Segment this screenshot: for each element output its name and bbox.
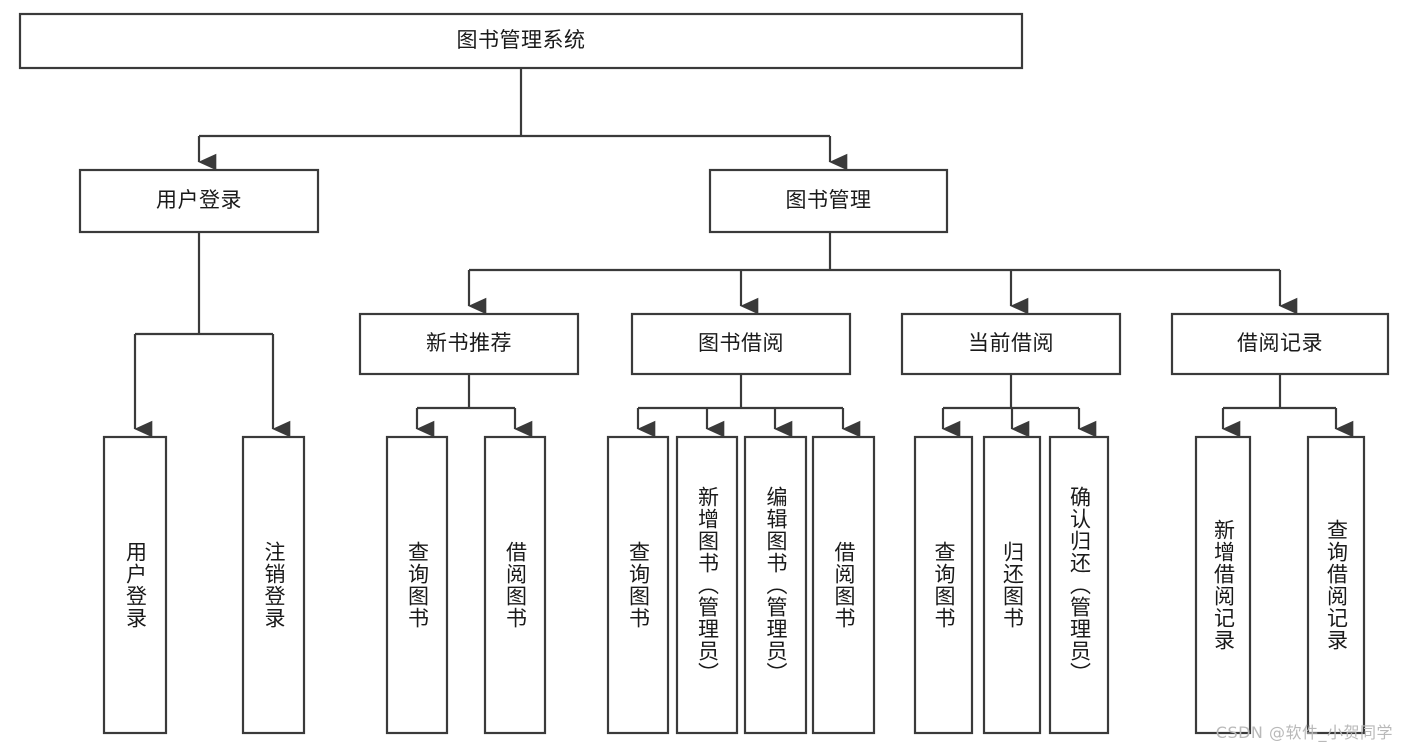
node-box-current-borrow[interactable]: [900, 312, 1122, 376]
node-box-leaf-borrow-book-2[interactable]: [811, 435, 876, 735]
node-box-user-login[interactable]: [78, 168, 320, 234]
node-box-root[interactable]: [18, 12, 1024, 70]
node-box-leaf-query-book-3[interactable]: [913, 435, 974, 735]
node-box-book-manage[interactable]: [708, 168, 949, 234]
node-box-leaf-logout[interactable]: [241, 435, 306, 735]
node-box-leaf-query-book-1[interactable]: [385, 435, 449, 735]
node-box-leaf-user-login[interactable]: [102, 435, 168, 735]
node-box-leaf-query-book-2[interactable]: [606, 435, 670, 735]
node-box-leaf-query-record[interactable]: [1306, 435, 1366, 735]
node-box-borrow-record[interactable]: [1170, 312, 1390, 376]
node-box-leaf-return-book[interactable]: [982, 435, 1042, 735]
node-box-leaf-borrow-book-1[interactable]: [483, 435, 547, 735]
node-box-leaf-confirm-return[interactable]: [1048, 435, 1110, 735]
node-box-book-borrow[interactable]: [630, 312, 852, 376]
node-box-new-book-rec[interactable]: [358, 312, 580, 376]
node-box-leaf-edit-book[interactable]: [743, 435, 808, 735]
node-box-leaf-add-record[interactable]: [1194, 435, 1252, 735]
node-box-leaf-add-book[interactable]: [675, 435, 739, 735]
